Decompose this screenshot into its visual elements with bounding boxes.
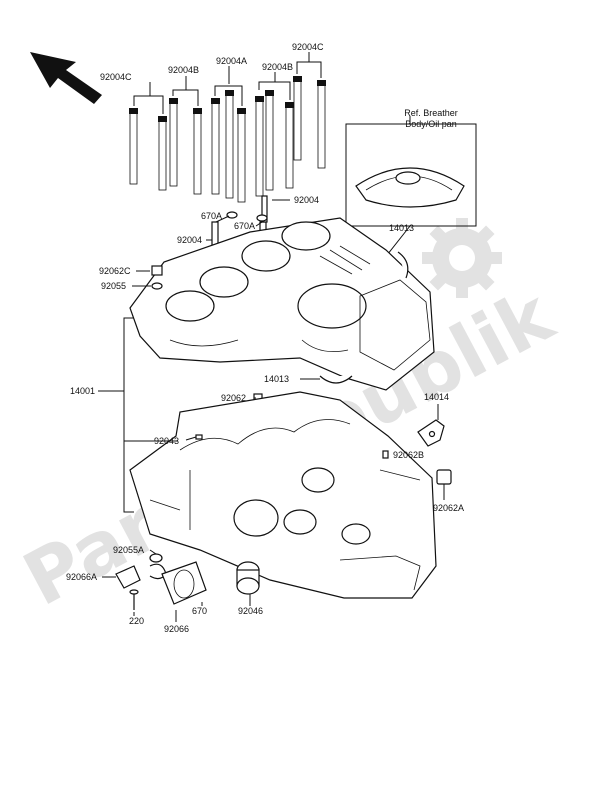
label-92004a: 92004A — [216, 56, 247, 66]
label-670a-right: 670A — [234, 221, 255, 231]
o-ring-92055 — [151, 282, 163, 290]
label-670: 670 — [192, 606, 207, 616]
pin-92043 — [195, 434, 203, 440]
label-ref-breather-line2: Body/Oil pan — [405, 119, 457, 129]
label-220: 220 — [129, 616, 144, 626]
label-92004b-right: 92004B — [262, 62, 293, 72]
lower-crankcase — [129, 391, 437, 599]
watermark-gear-icon — [422, 218, 502, 298]
label-14014: 14014 — [424, 392, 449, 402]
label-92055a: 92055A — [113, 545, 144, 555]
crankcase-set-bracket — [123, 317, 134, 513]
dowel-pin-92062a — [436, 469, 452, 485]
crankcase-bolts — [129, 76, 326, 247]
label-14013-upper: 14013 — [389, 223, 414, 233]
label-92004b-left: 92004B — [168, 65, 199, 75]
bearing-insert-upper — [397, 251, 409, 279]
label-ref-breather-line1: Ref. Breather — [404, 108, 458, 118]
label-92004-right: 92004 — [294, 195, 319, 205]
label-92062b: 92062B — [393, 450, 424, 460]
dowel-pin-92062b — [382, 450, 389, 459]
label-92062a: 92062A — [433, 503, 464, 513]
label-92046: 92046 — [238, 606, 263, 616]
bearing-insert-lower — [319, 375, 353, 384]
label-14013-lower: 14013 — [264, 374, 289, 384]
label-92055: 92055 — [101, 281, 126, 291]
part-labels: 92004C 92004B 92004A 92004B 92004C Ref. … — [66, 42, 464, 634]
breather-cover — [345, 116, 477, 227]
label-92004c-left: 92004C — [100, 72, 132, 82]
label-92062: 92062 — [221, 393, 246, 403]
label-92062c: 92062C — [99, 266, 131, 276]
label-14001: 14001 — [70, 386, 95, 396]
bolt-leader-lines — [133, 52, 322, 241]
upper-crankcase — [129, 217, 435, 391]
label-92004-left: 92004 — [177, 235, 202, 245]
label-92066: 92066 — [164, 624, 189, 634]
label-92043: 92043 — [154, 436, 179, 446]
oil-parts — [115, 553, 260, 610]
label-670a-left: 670A — [201, 211, 222, 221]
part-leader-lines — [102, 270, 320, 622]
dowel-pin-92062c — [151, 265, 163, 276]
label-92066a: 92066A — [66, 572, 97, 582]
label-92004c-right: 92004C — [292, 42, 324, 52]
front-direction-arrow-icon — [30, 52, 102, 104]
